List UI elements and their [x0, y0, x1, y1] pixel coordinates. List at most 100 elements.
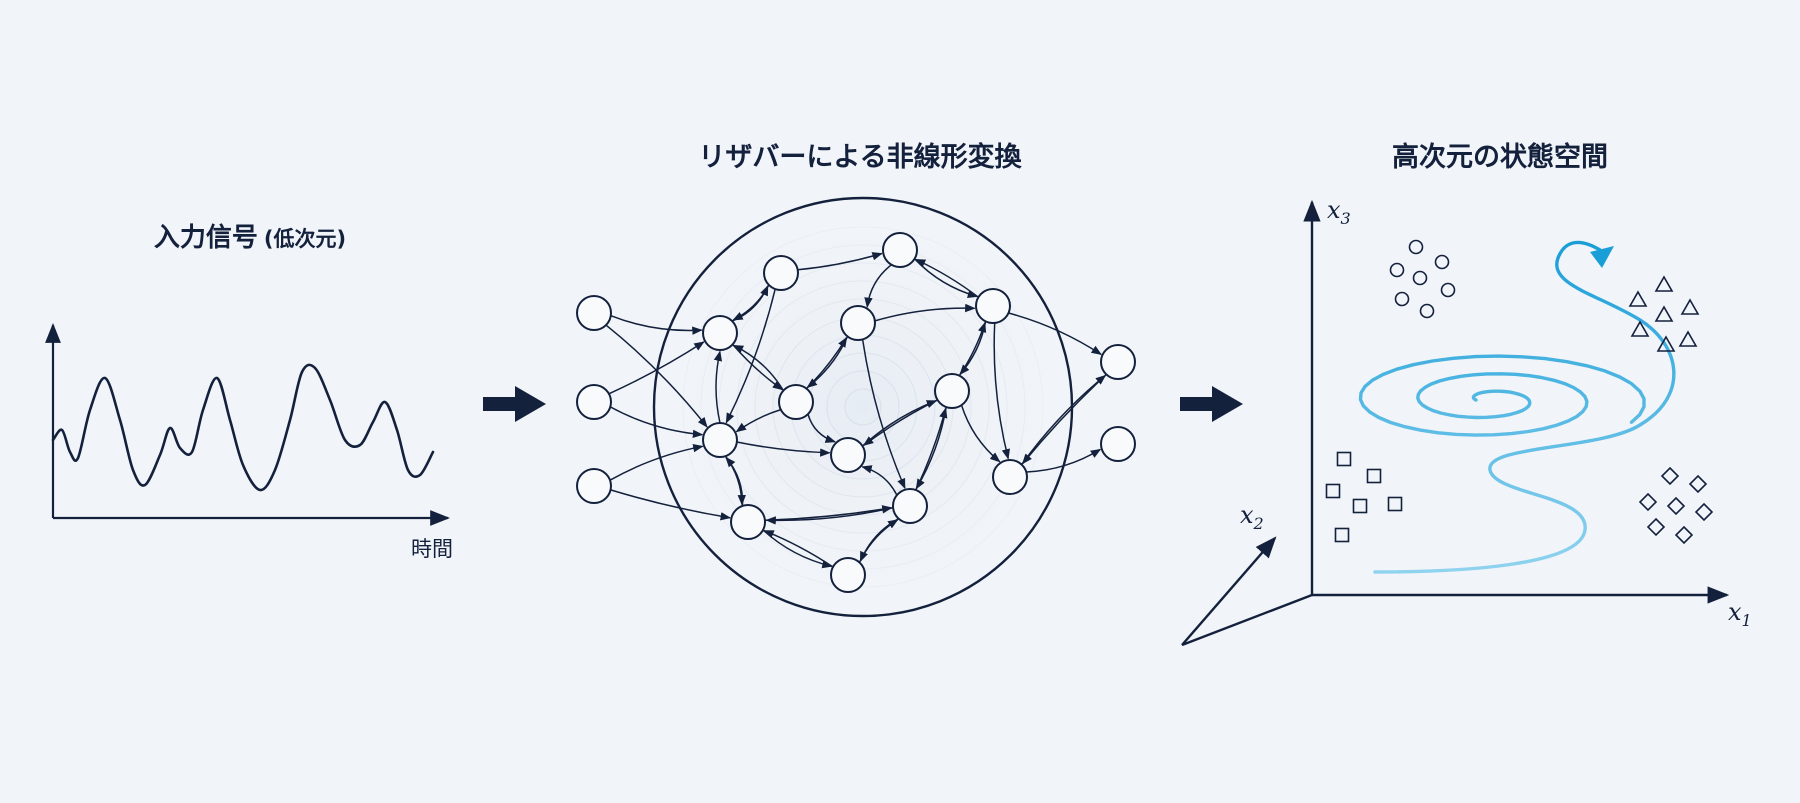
- square-marker: [1352, 498, 1368, 514]
- state-space-title: 高次元の状態空間: [1392, 141, 1608, 173]
- edge-m-k: [861, 465, 898, 496]
- ripple-ring: [844, 388, 882, 426]
- diamond-marker: [1646, 517, 1666, 537]
- reservoir-node-c: [882, 232, 918, 268]
- edge-f-a: [732, 344, 785, 391]
- reservoir-node-m: [892, 488, 928, 524]
- circle-marker: [1394, 291, 1410, 307]
- reservoir-node-k: [830, 437, 866, 473]
- reservoir-node-e: [975, 288, 1011, 324]
- triangle-marker: [1654, 305, 1674, 322]
- x1-axis-label: x1: [1728, 598, 1752, 630]
- triangle-marker: [1680, 298, 1700, 315]
- edge-l-g: [725, 456, 744, 506]
- reservoir-node-g: [702, 422, 738, 458]
- reservoir-node-out2: [1100, 426, 1136, 462]
- diamond-marker: [1674, 525, 1694, 545]
- reservoir-title: リザバーによる非線形変換: [698, 141, 1022, 173]
- edge-i1-g: [605, 324, 708, 428]
- edge-f-k: [807, 413, 836, 443]
- reservoir-node-h: [934, 373, 970, 409]
- circle-marker: [1412, 270, 1428, 286]
- edge-b-g: [725, 288, 776, 424]
- edge-i3-g: [609, 443, 704, 481]
- x2-axis: [1181, 536, 1277, 646]
- edge-c-d: [864, 264, 892, 309]
- right-arrow-icon: [483, 386, 546, 422]
- triangle-marker: [1654, 275, 1674, 292]
- edge-n-out2: [1026, 448, 1102, 473]
- edge-g-k: [736, 441, 831, 457]
- edge-m-h: [915, 407, 948, 491]
- reservoir-panel: リザバーによる非線形変換: [576, 141, 1136, 618]
- reservoir-node-out1: [1100, 344, 1136, 380]
- reservoir-node-i3: [576, 468, 612, 504]
- diamond-marker: [1666, 496, 1686, 516]
- reservoir-node-l: [730, 504, 766, 540]
- edge-c-e: [914, 258, 979, 298]
- edge-l-m: [764, 505, 893, 522]
- edge-f-g: [735, 408, 782, 433]
- edge-i1-a: [610, 315, 703, 335]
- square-marker: [1387, 496, 1403, 512]
- triangle-marker: [1656, 335, 1676, 352]
- diamond-marker: [1638, 492, 1658, 512]
- reservoir-node-n: [992, 459, 1028, 495]
- square-marker: [1325, 483, 1341, 499]
- circle-marker: [1389, 262, 1405, 278]
- diamond-marker: [1688, 474, 1708, 494]
- edge-l-o: [762, 529, 833, 569]
- triangle-marker: [1678, 330, 1698, 347]
- triangle-marker: [1628, 290, 1648, 307]
- edge-h-e: [958, 321, 987, 377]
- edge-g-a: [713, 350, 723, 424]
- state-space-panel: 高次元の状態空間 x3 x2 x1: [1181, 141, 1752, 647]
- edge-b-a: [732, 284, 770, 321]
- edge-d-e: [874, 303, 976, 322]
- reservoir-node-i1: [576, 295, 612, 331]
- edge-b-c: [797, 252, 883, 271]
- x2-axis-label: x2: [1240, 501, 1264, 533]
- edge-h-k: [862, 399, 938, 446]
- edge-e-out1: [1008, 312, 1102, 356]
- edge-i2-g: [609, 406, 704, 439]
- circle-marker: [1434, 254, 1450, 270]
- ripple-ring: [736, 280, 990, 534]
- input-title: 入力信号(低次元): [154, 223, 346, 253]
- edge-h-n: [960, 404, 1001, 463]
- ripple-ring: [682, 226, 1044, 588]
- circle-marker: [1440, 282, 1456, 298]
- edge-i3-l: [610, 489, 732, 521]
- edge-out1-n: [1022, 373, 1107, 465]
- circle-marker: [1408, 239, 1424, 255]
- reservoir-node-a: [702, 315, 738, 351]
- state-clusters: [1325, 239, 1714, 545]
- ripple-ring: [754, 298, 972, 516]
- reservoir-node-o: [830, 557, 866, 593]
- reservoir-node-b: [763, 255, 799, 291]
- reservoir-node-d: [840, 305, 876, 341]
- square-marker: [1366, 468, 1382, 484]
- circle-marker: [1419, 303, 1435, 319]
- edge-e-n: [993, 322, 1010, 460]
- state-trajectory: [1358, 240, 1676, 574]
- reservoir-node-i2: [576, 384, 612, 420]
- reservoir-boundary: [652, 196, 1074, 618]
- reservoir-ripples: [682, 226, 1044, 588]
- reservoir-node-f: [778, 384, 814, 420]
- square-marker: [1334, 527, 1350, 543]
- reservoir-edges: [605, 252, 1107, 569]
- triangle-marker: [1630, 320, 1650, 337]
- square-marker: [1336, 451, 1352, 467]
- x2-axis-base: [1181, 593, 1313, 647]
- input-signal-wave: [51, 363, 435, 492]
- diamond-marker: [1660, 466, 1680, 486]
- x3-axis-label: x3: [1327, 196, 1351, 228]
- reservoir-nodes: [576, 232, 1136, 593]
- trajectory-arrowhead-icon: [1590, 246, 1614, 268]
- edge-o-m: [858, 519, 899, 563]
- edge-i2-a: [608, 341, 705, 395]
- diamond-marker: [1694, 502, 1714, 522]
- input-signal-panel: 入力信号(低次元) 時間: [45, 223, 453, 561]
